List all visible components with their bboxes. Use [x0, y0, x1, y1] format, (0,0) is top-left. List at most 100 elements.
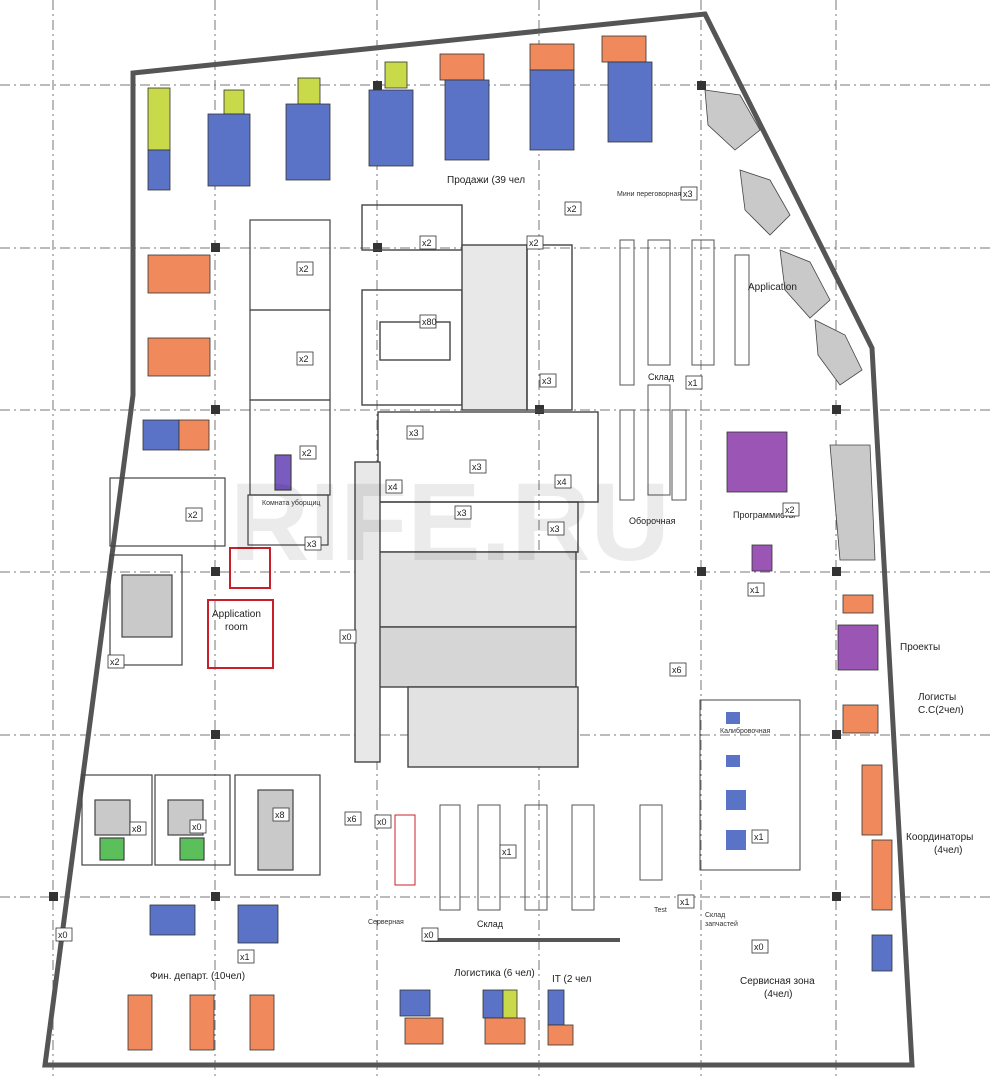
calibration-room: [699, 699, 801, 871]
room-tag-box: [454, 505, 472, 520]
room-tag-label: x0: [377, 817, 387, 827]
room-tag-box: [499, 844, 517, 859]
label-coordinators-2: (4чел): [934, 845, 963, 856]
bottom-left-rooms: [81, 774, 321, 876]
room-tag-box: [344, 811, 362, 826]
label-application: Application: [748, 282, 797, 293]
room-tag-box: [539, 373, 557, 388]
room-tag-box: [782, 502, 800, 517]
right-desks: [842, 594, 893, 972]
room-tag-box: [55, 927, 73, 942]
label-service-zone-2: (4чел): [764, 989, 793, 1000]
room-tag-box: [421, 927, 439, 942]
room-tag-label: x1: [680, 897, 690, 907]
watermark: RIFE.RU: [230, 461, 670, 584]
room-tag-label: x2: [299, 354, 309, 364]
room-tag-label: x2: [110, 657, 120, 667]
room-tag-label: x0: [754, 942, 764, 952]
application-desks: [704, 89, 876, 561]
label-it: IT (2 чел: [552, 974, 592, 985]
room-tag-box: [554, 474, 572, 489]
room-tag-label: x2: [302, 448, 312, 458]
room-tag-label: x0: [424, 930, 434, 940]
room-tag-box: [385, 479, 403, 494]
room-tag-label: x1: [240, 952, 250, 962]
label-spare-parts-1: Склад: [705, 912, 725, 919]
room-tag-box: [296, 261, 314, 276]
room-tag-box: [296, 351, 314, 366]
label-projects: Проекты: [900, 642, 940, 653]
label-sklad-bottom: Склад: [477, 919, 504, 929]
programmers-desks: [726, 431, 879, 671]
label-mini-meeting: Мини переговорная: [617, 191, 681, 198]
room-tag-box: [406, 425, 424, 440]
room-tag-label: x4: [557, 477, 567, 487]
room-tag-label: x2: [188, 510, 198, 520]
label-oborochnaya: Оборочная: [629, 516, 676, 526]
room-tag-box: [107, 654, 125, 669]
room-tag-label: x1: [502, 847, 512, 857]
room-tag-label: x3: [683, 189, 693, 199]
room-tag-box: [526, 235, 544, 250]
label-app-room-1: Application: [212, 609, 261, 620]
room-tag-box: [685, 375, 703, 390]
label-cleaning-room: Комната уборщиц: [262, 499, 320, 507]
top-storage-shelves: [619, 239, 750, 501]
left-desks: [142, 254, 211, 451]
label-spare-parts-2: запчастей: [705, 920, 738, 928]
room-tag-box: [374, 814, 392, 829]
building-outline: [42, 11, 915, 1068]
columns: [49, 81, 841, 901]
room-tag-box: [339, 629, 357, 644]
room-tag-box: [189, 819, 207, 834]
room-tag-box: [237, 949, 255, 964]
room-tag-box: [564, 201, 582, 216]
room-tag-box: [469, 459, 487, 474]
room-tag-label: x8: [275, 810, 285, 820]
room-tag-label: x1: [754, 832, 764, 842]
room-tag-label: x2: [299, 264, 309, 274]
room-tag-label: x6: [672, 665, 682, 675]
room-tag-box: [419, 235, 437, 250]
label-app-room-2: room: [225, 622, 248, 633]
room-tag-label: x3: [542, 376, 552, 386]
label-programmers: Программисты: [733, 510, 795, 520]
label-server-room: Серверная: [368, 919, 404, 926]
label-coordinators-1: Координаторы: [906, 832, 973, 843]
bottom-desks: [127, 904, 574, 1051]
room-tag-box: [751, 939, 769, 954]
left-meeting-rooms: [109, 219, 331, 547]
room-tag-box: [419, 314, 437, 329]
room-tag-box: [669, 662, 687, 677]
room-tag-label: x6: [347, 814, 357, 824]
room-tag-label: x0: [58, 930, 68, 940]
room-tag-label: x1: [750, 585, 760, 595]
label-logistics: Логистика (6 чел): [454, 968, 535, 979]
label-calibration: Калибровочная: [720, 727, 771, 735]
room-tag-box: [272, 807, 290, 822]
application-area: [109, 547, 274, 669]
label-test: Test: [654, 907, 667, 914]
label-logists-2: С.С(2чел): [918, 705, 964, 716]
core-block: [354, 204, 599, 768]
room-tag-box: [677, 894, 695, 909]
room-tag-label: x8: [132, 824, 142, 834]
room-tag-label: x2: [529, 238, 539, 248]
room-tag-box: [185, 507, 203, 522]
sales-desks: [147, 35, 653, 191]
label-logists-1: Логисты: [918, 692, 956, 703]
room-tag-label: x2: [422, 238, 432, 248]
room-tag-label: x2: [567, 204, 577, 214]
label-sklad-top: Склад: [648, 372, 675, 382]
room-tag-label: x2: [785, 505, 795, 515]
room-tag-box: [304, 536, 322, 551]
room-tag-label: x3: [457, 508, 467, 518]
room-tag-label: x3: [472, 462, 482, 472]
label-fin-depart: Фин. департ. (10чел): [150, 971, 245, 982]
room-tag-box: [299, 445, 317, 460]
room-tag-label: x3: [409, 428, 419, 438]
room-tag-box: [129, 821, 147, 836]
bottom-storage-shelves: [394, 804, 663, 942]
